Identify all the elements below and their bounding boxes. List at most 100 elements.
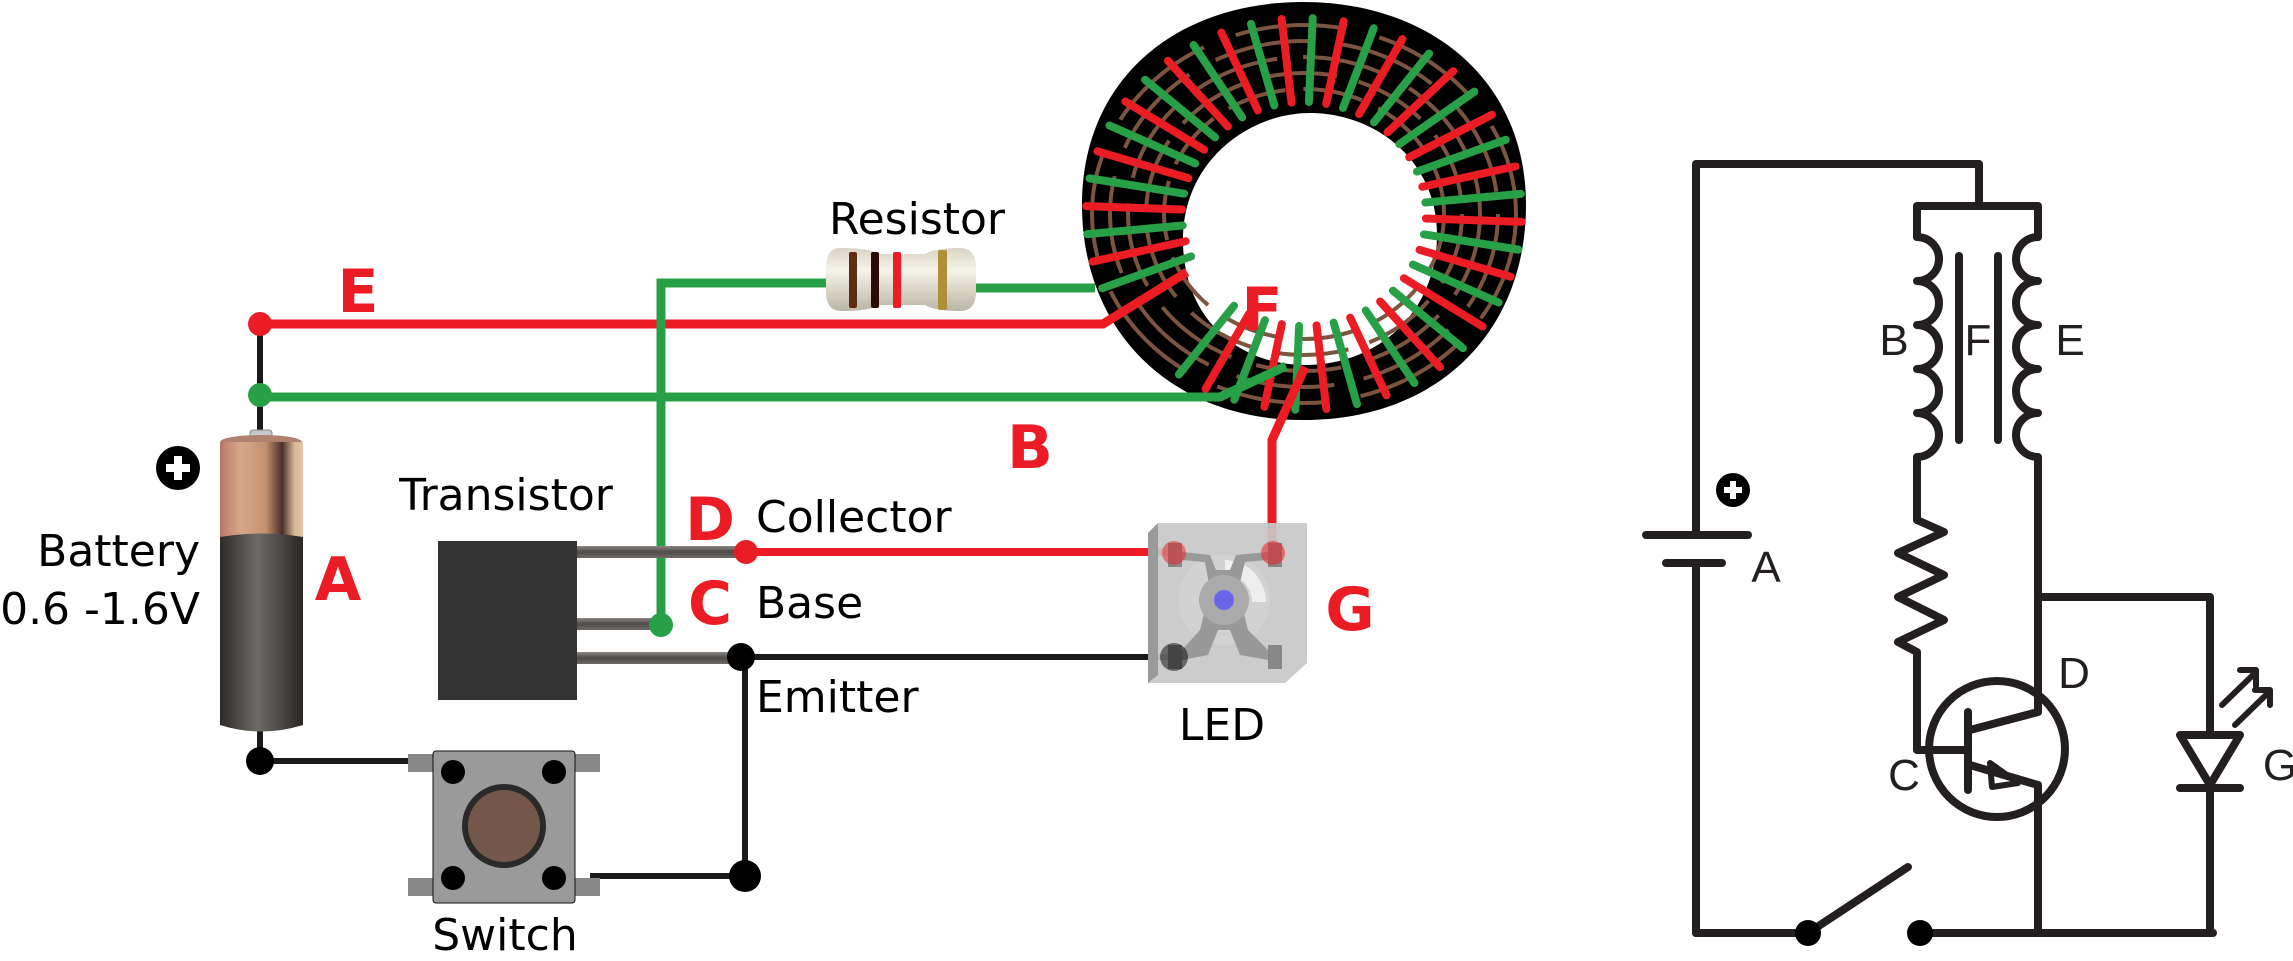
- winding-turn-red: [1088, 237, 1190, 266]
- winding-turn-red: [1421, 214, 1526, 226]
- schematic-coil-header: [1913, 202, 2042, 241]
- schematic-switch-lever: [1804, 863, 1912, 937]
- led-pad-br: [1268, 645, 1282, 669]
- schematic-light-arrow-2: [2232, 690, 2271, 728]
- schematic-led-branch: [2034, 593, 2214, 739]
- resistor-band: [938, 250, 947, 310]
- winding-turn-green: [1361, 306, 1419, 387]
- transistor-lead-base: [575, 618, 661, 630]
- battery-letter: A: [315, 545, 362, 615]
- winding-turn-green: [1304, 14, 1317, 107]
- winding-turn-red: [1383, 67, 1458, 137]
- winding-turn-red: [1346, 313, 1391, 400]
- schematic-transistor-circle: [1925, 677, 2069, 821]
- switch-label: Switch: [432, 910, 577, 961]
- winding-turn-green: [1388, 286, 1467, 353]
- schematic-label-battery: A: [1751, 543, 1781, 592]
- winding-turn-green: [1408, 260, 1503, 307]
- switch-screw-tl: [441, 760, 465, 784]
- led: [1148, 523, 1307, 683]
- schematic-label-coil-e: E: [2055, 316, 2084, 365]
- schematic-resistor: [1894, 516, 1948, 754]
- collector-letter: D: [685, 485, 735, 555]
- schematic-label-coil-b: B: [1879, 316, 1908, 365]
- winding-turn-green: [1174, 301, 1238, 379]
- transistor-lead-collector: [575, 546, 747, 558]
- schematic-label-led: G: [2263, 741, 2293, 790]
- resistor-band: [849, 252, 857, 308]
- switch-screw-br: [542, 866, 566, 890]
- winding-turn-red: [1399, 274, 1487, 331]
- schematic-switch-contact: [1907, 920, 1933, 946]
- winding-turn-green: [1105, 121, 1200, 168]
- schematic-transistor-collector-lead: [1966, 596, 2042, 734]
- toroid-core: [1082, 2, 1526, 420]
- pushbutton-switch: [408, 750, 600, 904]
- schematic-label-collector: D: [2058, 649, 2090, 698]
- winding-turn-red: [1121, 97, 1209, 154]
- battery-label-line2: 0.6 -1.6V: [0, 584, 200, 635]
- winding-turn-red: [1277, 15, 1296, 107]
- winding-turn-green: [1421, 189, 1525, 207]
- winding-turn-green: [1339, 24, 1378, 112]
- winding-turn-green: [1246, 19, 1279, 110]
- transistor-body: [438, 541, 577, 700]
- winding-e-letter: E: [338, 257, 379, 327]
- base-label: Base: [756, 578, 863, 629]
- led-letter: G: [1325, 575, 1374, 645]
- winding-turn-green: [1419, 230, 1523, 254]
- schematic-label-core: F: [1965, 316, 1992, 365]
- schematic-switch-pivot: [1795, 920, 1821, 946]
- battery-black-body: [220, 533, 303, 732]
- emitter-label: Emitter: [756, 672, 919, 723]
- winding-turn-red: [1312, 321, 1331, 413]
- winding-turn-green: [1083, 221, 1187, 239]
- schematic-coil-e: [2012, 233, 2042, 604]
- toroid-brown-rings: [1090, 23, 1518, 405]
- toroid-ring: [1144, 71, 1464, 357]
- junction-battery-negative: [246, 747, 274, 775]
- winding-turn-red: [1322, 17, 1348, 108]
- led-collector-dot: [1162, 541, 1186, 565]
- schematic-top-wire: [1692, 160, 1983, 539]
- winding-turn-red: [1093, 147, 1193, 183]
- winding-turn-green: [1412, 135, 1510, 176]
- base-resistor-wire: [656, 278, 830, 625]
- plus-circle-icon: [1716, 473, 1750, 507]
- winding-turn-red: [1355, 35, 1407, 119]
- schematic-coil-b: [1913, 233, 1943, 524]
- switch-screw-bl: [441, 866, 465, 890]
- junction-b: [248, 383, 272, 407]
- resistor-label: Resistor: [829, 194, 1006, 245]
- schematic-light-arrow-1: [2219, 672, 2256, 708]
- resistor-band: [871, 252, 879, 308]
- switch-leg-br: [574, 878, 600, 896]
- schematic-light-arrowhead-2: [2252, 687, 2273, 708]
- winding-turn-red: [1217, 28, 1262, 115]
- battery: [220, 429, 303, 732]
- schematic-label-base: C: [1888, 751, 1920, 800]
- transistor-lead-emitter: [575, 652, 741, 664]
- junction-emitter: [727, 643, 755, 671]
- winding-b-wire: [260, 361, 1288, 402]
- junction-base: [649, 613, 673, 637]
- winding-turn-green: [1395, 87, 1479, 149]
- battery-label-line1: Battery: [37, 526, 200, 577]
- led-die: [1214, 590, 1234, 610]
- led-body-shade: [1148, 523, 1158, 683]
- winding-turn-green: [1370, 49, 1434, 127]
- winding-turn-red: [1418, 162, 1520, 191]
- led-cathode-dot: [1160, 643, 1188, 671]
- led-anode-dot: [1261, 541, 1285, 565]
- winding-turn-red: [1201, 309, 1253, 393]
- winding-turn-red: [1376, 297, 1445, 372]
- switch-leg-tr: [574, 754, 600, 772]
- toroid-ring: [1108, 39, 1500, 389]
- schematic: [1642, 160, 2273, 937]
- schematic-emitter-arrow: [1987, 760, 2021, 790]
- winding-turn-green: [1189, 41, 1247, 122]
- collector-label: Collector: [756, 492, 953, 543]
- winding-turn-red: [1082, 202, 1187, 214]
- transistor-label: Transistor: [398, 470, 614, 521]
